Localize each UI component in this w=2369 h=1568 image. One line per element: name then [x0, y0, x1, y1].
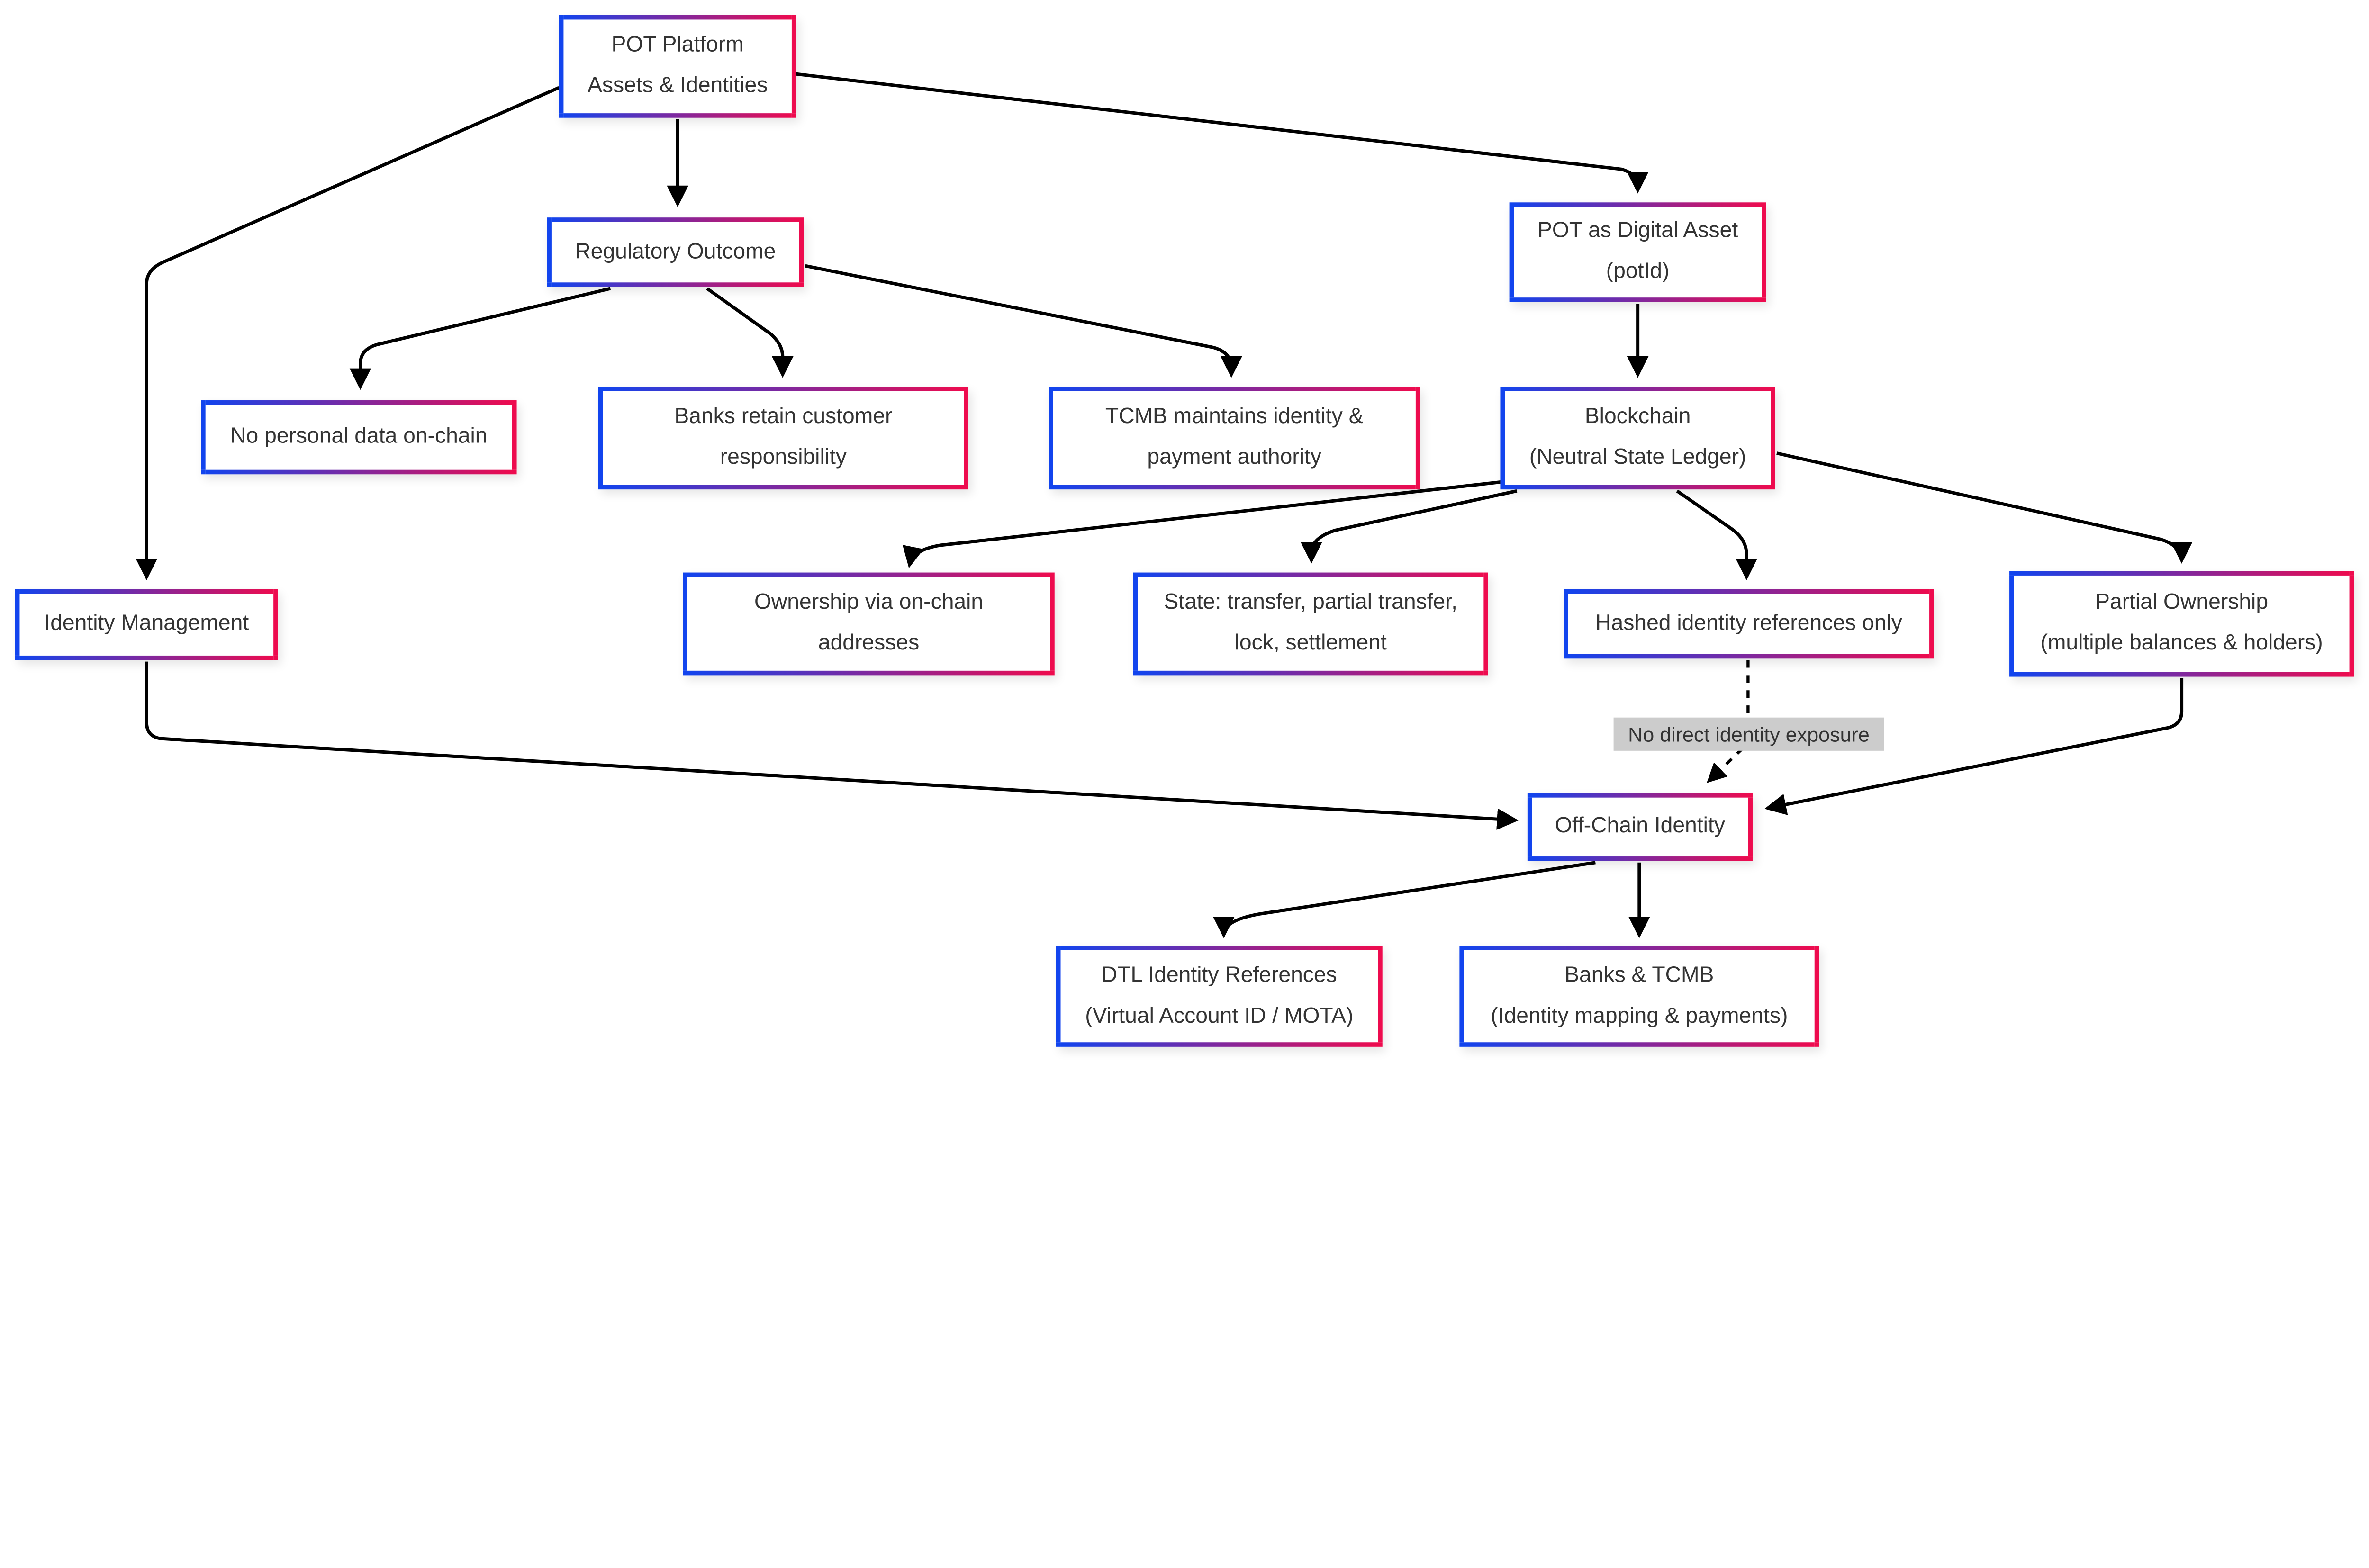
node-label: (Virtual Account ID / MOTA): [1085, 1003, 1354, 1028]
node-pot-platform: POT Platform Assets & Identities: [559, 15, 796, 118]
edges-layer: [136, 72, 2193, 938]
node-partial-ownership: Partial Ownership (multiple balances & h…: [2009, 571, 2354, 677]
diagram-canvas: POT Platform Assets & Identities Regulat…: [15, 15, 2354, 1047]
edge-blockchain-to-state-transfer: [1301, 489, 1518, 564]
node-banks-retain: Banks retain customer responsibility: [598, 387, 969, 490]
node-label: (potId): [1606, 260, 1670, 284]
node-label: Off-Chain Identity: [1555, 814, 1725, 839]
node-label: (multiple balances & holders): [2040, 631, 2323, 656]
node-label: Assets & Identities: [587, 74, 768, 99]
node-off-chain-identity: Off-Chain Identity: [1527, 793, 1753, 861]
edge-regulatory-to-banks-retain: [706, 287, 794, 378]
edge-partial-ownership-to-off-chain-identity: [1764, 678, 2184, 815]
node-label: DTL Identity References: [1101, 963, 1337, 988]
edge-regulatory-to-no-personal-data: [349, 287, 611, 390]
edge-pot-platform-to-pot-digital-asset: [796, 72, 1649, 194]
node-dtl-identity: DTL Identity References (Virtual Account…: [1056, 946, 1383, 1047]
node-label: responsibility: [720, 445, 847, 470]
node-label: lock, settlement: [1234, 631, 1387, 656]
node-identity-management: Identity Management: [15, 589, 278, 660]
node-label: TCMB maintains identity &: [1105, 405, 1364, 430]
node-banks-tcmb: Banks & TCMB (Identity mapping & payment…: [1459, 946, 1819, 1047]
node-label: Regulatory Outcome: [575, 239, 776, 264]
edge-blockchain-to-hashed-identity: [1676, 489, 1758, 580]
node-label: Ownership via on-chain: [754, 591, 984, 615]
node-state-transfer: State: transfer, partial transfer, lock,…: [1133, 572, 1488, 676]
node-label: Hashed identity references only: [1595, 611, 1902, 636]
edge-identity-management-to-off-chain-identity: [145, 661, 1519, 830]
node-pot-digital-asset: POT as Digital Asset (potId): [1509, 202, 1766, 302]
edge-label-no-direct-identity-exposure: No direct identity exposure: [1613, 717, 1884, 751]
edge-pot-platform-to-identity-management: [136, 86, 560, 580]
node-label: (Identity mapping & payments): [1491, 1003, 1788, 1028]
node-label: Partial Ownership: [2095, 591, 2269, 615]
node-label: Identity Management: [44, 612, 249, 636]
node-label: (Neutral State Ledger): [1529, 445, 1746, 470]
node-tcmb-authority: TCMB maintains identity & payment author…: [1049, 387, 1420, 490]
node-label: Blockchain: [1584, 405, 1691, 430]
node-regulatory-outcome: Regulatory Outcome: [547, 217, 804, 287]
node-blockchain: Blockchain (Neutral State Ledger): [1500, 387, 1775, 490]
edge-blockchain-to-ownership-onchain: [902, 480, 1502, 568]
node-label: POT as Digital Asset: [1537, 219, 1738, 243]
edge-blockchain-to-partial-ownership: [1776, 451, 2193, 564]
node-label: payment authority: [1147, 445, 1321, 470]
node-label: POT Platform: [611, 33, 744, 58]
node-label: Banks retain customer: [674, 405, 893, 430]
node-hashed-identity: Hashed identity references only: [1564, 589, 1934, 659]
node-no-personal-data: No personal data on-chain: [201, 400, 517, 475]
edge-regulatory-to-tcmb-authority: [805, 264, 1242, 378]
edge-off-chain-identity-to-dtl-identity: [1213, 861, 1596, 938]
node-label: State: transfer, partial transfer,: [1164, 591, 1457, 615]
node-label: Banks & TCMB: [1564, 963, 1714, 988]
node-label: No personal data on-chain: [230, 424, 488, 449]
node-ownership-onchain: Ownership via on-chain addresses: [683, 572, 1055, 676]
node-label: addresses: [818, 631, 920, 656]
